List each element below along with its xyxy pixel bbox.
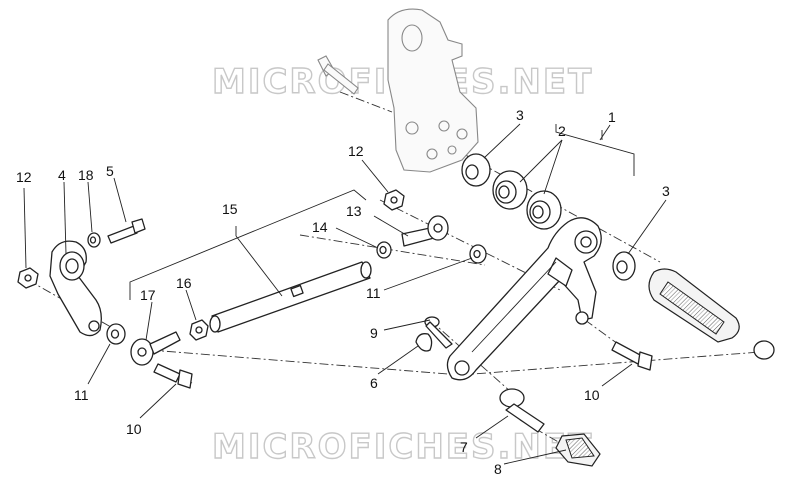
bolt-10-right — [611, 341, 653, 371]
callout-3-right: 3 — [662, 183, 670, 199]
callout-2: 2 — [558, 123, 566, 139]
callout-7: 7 — [460, 439, 468, 455]
callout-11-upper: 11 — [366, 285, 381, 301]
bearing-2b — [526, 190, 562, 230]
bearing-2a — [492, 170, 528, 210]
washer-11-left — [106, 323, 126, 345]
callout-10-left: 10 — [126, 421, 142, 437]
nut-12-left — [17, 267, 39, 289]
nut-16 — [189, 319, 209, 341]
callout-18: 18 — [78, 167, 94, 183]
assembly-axes — [27, 91, 761, 461]
pivot-pin-7 — [499, 388, 545, 433]
linkage-rod-15 — [209, 261, 372, 333]
callout-9: 9 — [370, 325, 378, 341]
group-bracket-15 — [129, 189, 367, 300]
callout-5: 5 — [106, 163, 114, 179]
nut-12-upper — [383, 189, 405, 211]
callout-13: 13 — [346, 203, 362, 219]
rod-end-13 — [401, 215, 449, 247]
callout-10-right: 10 — [584, 387, 600, 403]
washer-14 — [376, 241, 392, 259]
group-bracket-1 — [555, 124, 635, 176]
callout-14: 14 — [312, 219, 328, 235]
footpeg-rubber — [648, 268, 775, 360]
shift-arm-4 — [49, 240, 102, 337]
callout-12-left: 12 — [16, 169, 32, 185]
callout-3-upper: 3 — [516, 107, 524, 123]
washer-18 — [87, 232, 101, 248]
spacer-3-right — [612, 251, 636, 281]
frame-bolt — [317, 55, 359, 95]
clip-6 — [415, 333, 433, 352]
callout-15: 15 — [222, 201, 238, 217]
bolt-10-left — [153, 363, 193, 389]
washer-11-upper — [469, 244, 487, 264]
callout-12-upper: 12 — [348, 143, 364, 159]
callout-6: 6 — [370, 375, 378, 391]
frame-bracket — [387, 8, 479, 173]
watermark-bottom: MICROFICHES.NET — [212, 427, 593, 467]
callout-1: 1 — [608, 109, 616, 125]
screw-9 — [424, 316, 453, 349]
callout-labels: 1 2 3 3 4 5 6 7 8 9 10 10 11 11 12 12 13… — [16, 107, 670, 477]
callout-4: 4 — [58, 167, 66, 183]
leader-lines — [23, 123, 667, 465]
lever-rubber-8 — [555, 433, 601, 467]
rod-end-17 — [130, 331, 181, 366]
shift-lever — [446, 217, 602, 381]
callout-16: 16 — [176, 275, 192, 291]
callout-11-left: 11 — [74, 387, 89, 403]
bolt-5 — [107, 218, 146, 244]
callout-8: 8 — [494, 461, 502, 477]
spacer-3-upper — [461, 153, 491, 187]
callout-17: 17 — [140, 287, 156, 303]
